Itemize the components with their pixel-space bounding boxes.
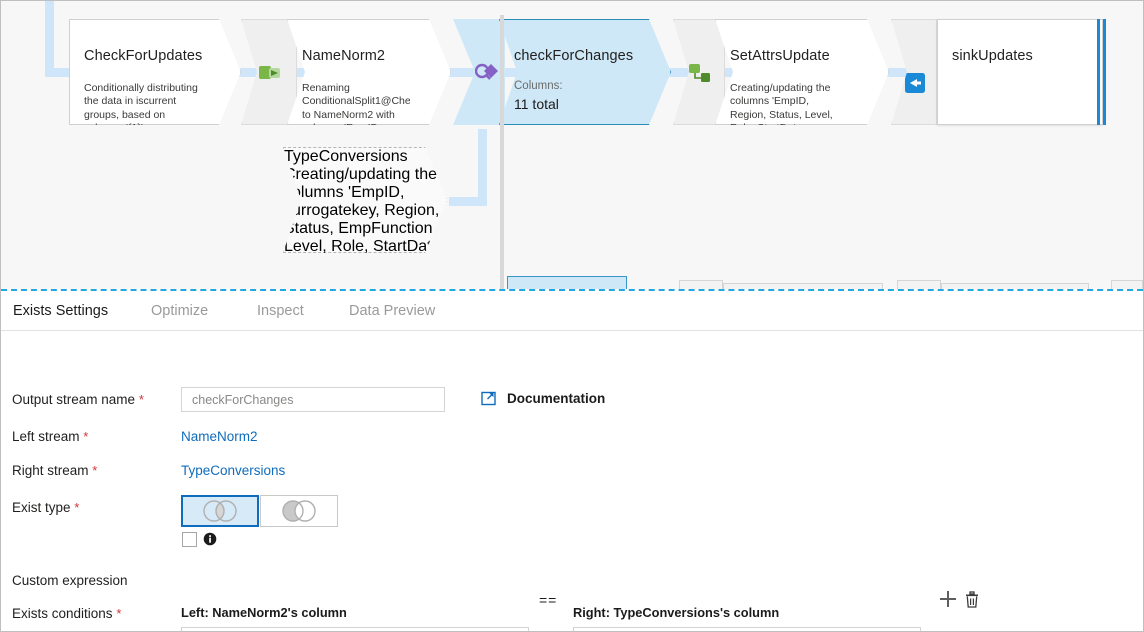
required-marker: * [138,392,144,407]
left-column-dropdown[interactable]: 123 EmpID [181,627,529,631]
required-marker: * [74,500,80,515]
label-text: Output stream name [12,392,136,407]
label-custom-expression: Custom expression [12,573,128,588]
label-text: Exist type [12,500,71,515]
node-description: Creating/updating the columns 'EmpID, su… [284,166,445,273]
node-setattrsupdate[interactable]: SetAttrsUpdate Creating/updating the col… [715,19,889,125]
label-output-stream-name: Output stream name * [12,392,144,407]
label-right-stream: Right stream * [12,463,97,478]
node-title: CheckForUpdates [84,48,203,64]
label-text: Right stream [12,463,89,478]
documentation-link[interactable]: Documentation [481,390,605,406]
required-marker: * [83,429,89,444]
tab-exists-settings[interactable]: Exists Settings [13,303,109,319]
exists-join-icon [475,63,498,80]
panel-tab-bar: Exists Settings Optimize Inspect Data Pr… [1,293,1143,331]
node-checkforchanges[interactable]: checkForChanges Columns: 11 total + [499,19,671,125]
settings-panel: Exists Settings Optimize Inspect Data Pr… [1,293,1143,631]
sink-icon [905,73,925,93]
condition-operator: == [539,592,558,608]
node-partial-e[interactable] [1111,280,1143,289]
documentation-label: Documentation [507,390,606,406]
right-stream-link[interactable]: TypeConversions [181,463,286,478]
node-description: Creating/updating the columns 'EmpID, Re… [730,82,842,162]
node-description: Conditionally distributing the data in i… [84,82,198,135]
delete-condition-button[interactable] [964,591,980,609]
left-stream-link[interactable]: NameNorm2 [181,429,258,444]
node-columns-label: Columns: [514,80,563,92]
tab-data-preview[interactable]: Data Preview [349,303,436,319]
tab-inspect[interactable]: Inspect [257,303,304,319]
label-left-stream: Left stream * [12,429,88,444]
label-exist-type: Exist type * [12,500,79,515]
external-link-icon [481,391,496,406]
tab-optimize[interactable]: Optimize [151,303,209,319]
flow-line-entry-horizontal [45,68,81,77]
node-typeconversions[interactable]: TypeConversions Creating/updating the co… [283,147,447,253]
node-columns-value: 11 total [514,96,559,112]
exist-type-option-doesnt-exist[interactable] [260,495,338,527]
label-text: Left stream [12,429,80,444]
node-add-button[interactable]: + [872,103,882,120]
node-title: checkForChanges [514,48,634,64]
add-condition-button[interactable] [939,590,957,608]
alter-row-icon [689,64,710,82]
label-exists-conditions: Exists conditions * [12,606,121,621]
required-marker: * [92,463,98,478]
node-title: TypeConversions [284,148,408,165]
venn-intersection-icon [203,500,237,522]
sink-accent-bar [1097,19,1100,125]
right-column-dropdown[interactable]: 123 EmpID [573,627,921,631]
custom-expression-checkbox[interactable] [182,532,197,547]
canvas-vertical-rail[interactable] [500,15,504,289]
node-partial-c[interactable] [897,280,941,289]
node-partial-d[interactable] [941,283,1089,289]
derived-column-icon [259,66,280,79]
node-namenorm2[interactable]: NameNorm2 Renaming ConditionalSplit1@Che… [287,19,451,125]
node-checkforupdates[interactable]: CheckForUpdates Conditionally distributi… [69,19,241,125]
node-partial-a[interactable] [679,280,723,289]
label-text: Custom expression [12,573,128,588]
info-icon[interactable] [203,532,217,546]
sink-accent-bar-2 [1103,19,1106,125]
node-partial-b[interactable] [723,283,883,289]
venn-left-only-icon [277,499,321,523]
output-stream-name-input[interactable] [181,387,445,412]
dataflow-canvas[interactable]: CheckForUpdates Conditionally distributi… [1,1,1143,289]
node-add-button[interactable]: + [224,103,234,120]
node-add-button[interactable]: + [434,103,444,120]
node-sinkupdates[interactable]: sinkUpdates [937,19,1103,125]
flow-line-typeconv-horizontal [449,197,487,206]
panel-splitter[interactable] [1,289,1143,292]
label-text: Exists conditions [12,606,113,621]
node-add-button[interactable]: + [654,103,664,120]
node-partial-selected[interactable] [507,276,627,289]
node-title: NameNorm2 [302,48,386,64]
node-title: SetAttrsUpdate [730,48,830,64]
flow-line-entry-vertical [45,1,54,69]
right-column-header: Right: TypeConversions's column [573,605,780,620]
left-column-header: Left: NameNorm2's column [181,605,347,620]
node-title: sinkUpdates [952,48,1033,64]
exist-type-option-exists[interactable] [181,495,259,527]
flow-line-typeconv-vertical [478,129,487,206]
required-marker: * [116,606,122,621]
